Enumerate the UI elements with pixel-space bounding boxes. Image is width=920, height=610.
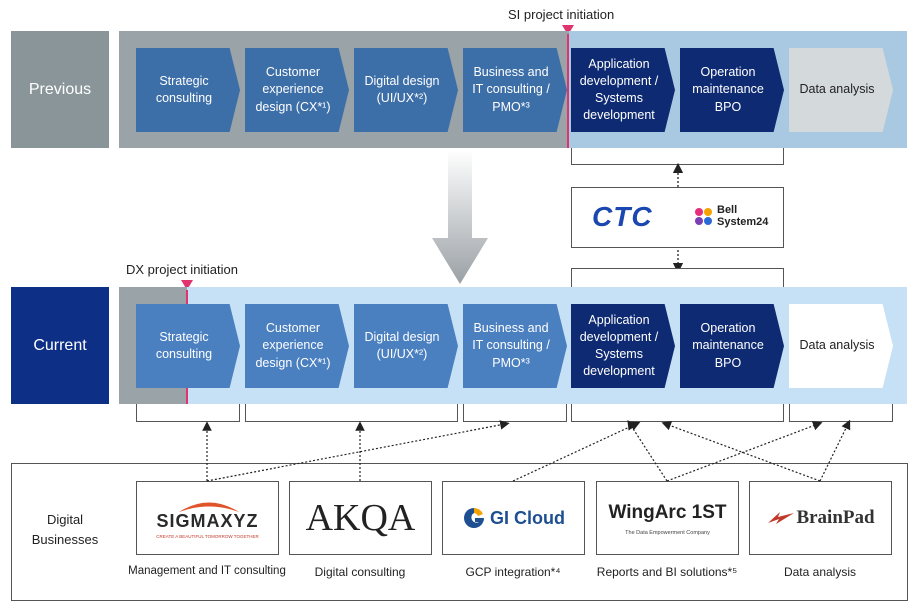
gi-cloud-icon [464,508,484,528]
group-links [672,162,684,274]
group-companies-box: CTC Bell System24 [571,187,784,248]
current-stage-cx: Customer experience design (CX*¹) [245,304,349,388]
caption-brainpad: Data analysis [783,565,857,579]
sigmaxyz-arc-icon [178,502,239,512]
caption-sigmaxyz: Management and IT consulting [128,565,286,577]
partner-akqa: AKQA [289,481,432,555]
dx-project-initiation-label: DX project initiation [126,262,238,277]
current-stage-uiux: Digital design (UI/UX*²) [354,304,458,388]
akqa-logo: AKQA [305,497,416,539]
current-stage-pmo: Business and IT consulting / PMO*³ [463,304,567,388]
bell-system-logo: Bell System24 [717,204,769,228]
bracket-data [789,404,893,422]
current-top-bracket [571,268,784,288]
wingarc-logo: WingArc 1ST [608,502,727,523]
ctc-logo: CTC [592,201,653,232]
previous-stage-uiux: Digital design (UI/UX*²) [354,48,458,132]
gi-cloud-logo: GI Cloud [490,507,565,528]
si-marker-line [567,34,569,148]
caption-akqa: Digital consulting [314,565,406,579]
digital-businesses-label: Digital Businesses [31,512,99,547]
transition-arrow [432,150,488,284]
previous-stage-data: Data analysis [789,48,893,132]
si-project-initiation-label: SI project initiation [508,7,615,22]
dx-marker-pin [181,280,193,290]
si-marker-pin [562,25,574,35]
current-label: Current [11,287,109,404]
previous-stage-strategic: Strategic consulting [136,48,240,132]
current-stage-strategic: Strategic consulting [136,304,240,388]
sigmaxyz-logo: SIGMAXYZ [156,511,259,531]
partner-gi-cloud: GI Cloud [442,481,585,555]
previous-stage-cx: Customer experience design (CX*¹) [245,48,349,132]
previous-label: Previous [11,31,109,148]
partner-brainpad: BrainPad [749,481,892,555]
caption-wingarc: Reports and BI solutions*⁵ [596,565,738,579]
bracket-cx-uiux [245,404,458,422]
current-stage-appdev: Application development / Systems develo… [571,304,675,388]
partner-wingarc: WingArc 1ST The Data Empowerment Company [596,481,739,555]
partner-sigmaxyz: SIGMAXYZ CREATE A BEAUTIFUL TOMORROW TOG… [136,481,279,555]
bracket-appdev-op [571,404,784,422]
current-stage-data: Data analysis [789,304,893,388]
previous-stage-pmo: Business and IT consulting / PMO*³ [463,48,567,132]
bell-system-icon [695,208,713,226]
previous-stage-operation: Operation maintenance BPO [680,48,784,132]
brainpad-icon [768,512,795,524]
previous-stage-appdev: Application development / Systems develo… [571,48,675,132]
brainpad-logo: BrainPad [796,507,875,528]
bracket-pmo [463,404,567,422]
current-stage-operation: Operation maintenance BPO [680,304,784,388]
sigmaxyz-tagline: CREATE A BEAUTIFUL TOMORROW TOGETHER [156,534,259,539]
wingarc-tagline: The Data Empowerment Company [625,530,710,536]
caption-gi-cloud: GCP integration*⁴ [465,565,561,579]
bracket-strategic [136,404,240,422]
